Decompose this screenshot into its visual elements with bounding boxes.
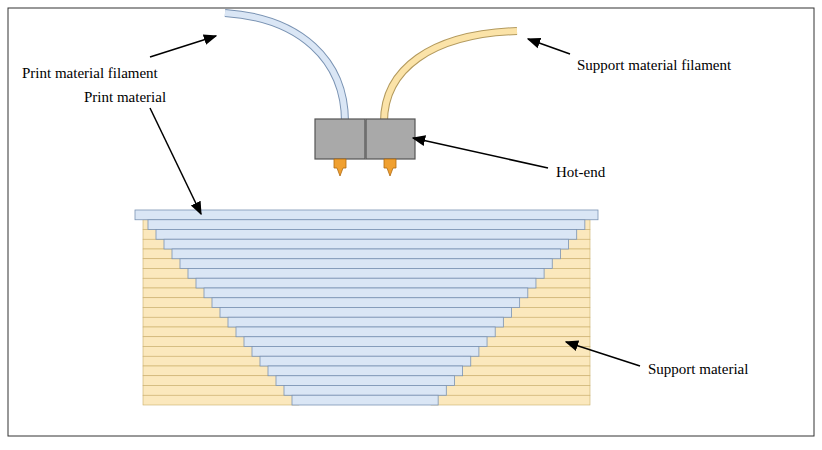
support-layer xyxy=(143,327,243,337)
print-layer xyxy=(292,395,438,405)
support-filament-outline xyxy=(384,31,517,122)
support-layer xyxy=(143,347,259,357)
material-label: Print material xyxy=(84,89,166,106)
print-layer xyxy=(164,239,569,249)
frame xyxy=(8,8,814,436)
support-layer xyxy=(496,317,590,327)
support-layer xyxy=(464,356,590,366)
hot-end-block xyxy=(366,119,415,159)
print-layer xyxy=(212,298,520,308)
support-layer xyxy=(537,269,590,279)
support-layer xyxy=(143,337,251,347)
support-layer xyxy=(143,376,283,386)
leader-arrow xyxy=(566,342,640,366)
print-layer xyxy=(276,376,454,386)
print-filament-outline xyxy=(225,13,345,122)
support-layer xyxy=(513,298,591,308)
support-layer xyxy=(488,327,590,337)
print-layer xyxy=(172,249,560,259)
print-filament xyxy=(225,13,345,122)
support-layer xyxy=(143,278,203,288)
leader-arrow xyxy=(413,138,548,168)
material-label: Support material xyxy=(648,361,748,378)
print-layer xyxy=(188,269,544,279)
print-layer xyxy=(220,308,512,318)
leader-arrow xyxy=(150,108,201,214)
print-layer xyxy=(268,366,463,376)
print-layer xyxy=(156,230,577,240)
support-layer xyxy=(472,347,590,357)
print-layer xyxy=(148,220,585,230)
print-layer xyxy=(236,327,495,337)
nozzle xyxy=(334,159,346,176)
print-layer xyxy=(260,356,471,366)
support-layer xyxy=(143,395,299,405)
support-layer xyxy=(143,308,227,318)
nozzle xyxy=(384,159,396,176)
support-layer xyxy=(143,317,235,327)
print-layer xyxy=(204,288,528,298)
print-layer xyxy=(135,210,598,220)
support-layer xyxy=(143,269,195,279)
support-layer xyxy=(143,288,211,298)
support-layer xyxy=(439,386,590,396)
support-layer xyxy=(143,366,275,376)
support-layer xyxy=(143,298,219,308)
leader-arrow xyxy=(528,39,570,54)
filament-label: Support material filament xyxy=(577,57,731,74)
print-layer xyxy=(196,278,536,288)
support-layer xyxy=(504,308,590,318)
hot-end-block xyxy=(315,119,365,159)
print-layer xyxy=(284,386,446,396)
support-layer xyxy=(143,356,267,366)
leader-arrow xyxy=(150,36,216,57)
support-layer xyxy=(529,278,590,288)
print-layer xyxy=(252,347,479,357)
print-layer xyxy=(180,259,552,269)
support-layer xyxy=(431,395,590,405)
part-label: Hot-end xyxy=(556,164,605,181)
support-filament xyxy=(384,31,517,122)
support-layer xyxy=(447,376,590,386)
support-layer xyxy=(521,288,590,298)
support-layer xyxy=(455,366,590,376)
support-layer xyxy=(143,386,291,396)
print-layer xyxy=(228,317,503,327)
print-layer xyxy=(244,337,487,347)
filament-label: Print material filament xyxy=(22,65,158,82)
